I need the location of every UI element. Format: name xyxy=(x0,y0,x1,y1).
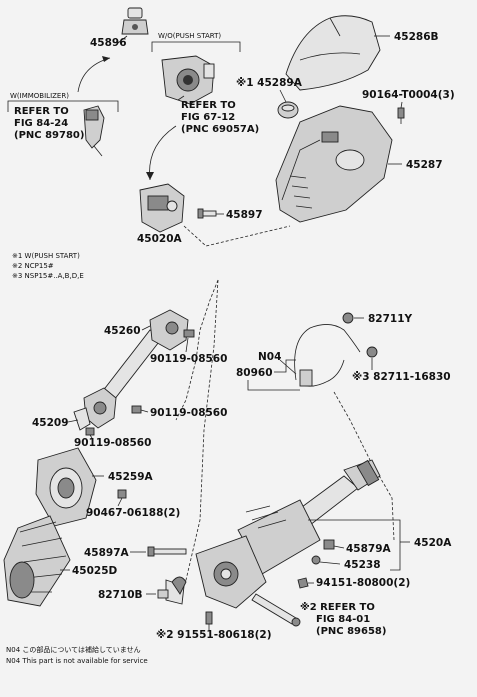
label-94151[interactable]: 94151-80800(2) xyxy=(316,577,410,589)
label-91551[interactable]: ※2 91551-80618(2) xyxy=(156,629,272,641)
part-45879a-drawing xyxy=(323,539,335,550)
part-45020a-drawing xyxy=(139,183,185,233)
ref-67-12-line2[interactable]: FIG 67-12 xyxy=(181,112,235,123)
part-45896-drawing xyxy=(121,7,149,35)
part-45287-drawing xyxy=(275,105,393,223)
ref-67-12-line1[interactable]: REFER TO xyxy=(181,100,236,111)
ref-84-24-line3[interactable]: (PNC 89780) xyxy=(14,130,84,141)
ref-84-24-line2[interactable]: FIG 84-24 xyxy=(14,118,68,129)
label-45025d[interactable]: 45025D xyxy=(72,565,118,577)
bolt-90119-b-drawing xyxy=(131,405,142,414)
label-45289a[interactable]: ※1 45289A xyxy=(236,77,303,89)
part-45238-drawing xyxy=(311,555,321,565)
label-82710b[interactable]: 82710B xyxy=(98,589,143,601)
note-1: ※1 W(PUSH START) xyxy=(12,252,80,260)
footer-note-english: N04 This part is not available for servi… xyxy=(6,657,148,665)
label-45896[interactable]: 45896 xyxy=(90,37,127,49)
bolt-90119-a-drawing xyxy=(183,329,195,338)
ref-84-01-line2[interactable]: FIG 84-01 xyxy=(316,614,370,625)
label-82711y[interactable]: 82711Y xyxy=(368,313,413,325)
label-45286b[interactable]: 45286B xyxy=(394,31,439,43)
label-wo-push-start: W/O(PUSH START) xyxy=(158,32,221,40)
note-3: ※3 NSP15#..A,B,D,E xyxy=(12,272,84,280)
part-45286b-drawing xyxy=(285,15,381,91)
label-45287[interactable]: 45287 xyxy=(406,159,443,171)
label-80960[interactable]: 80960 xyxy=(236,367,273,379)
ref-84-01-line1[interactable]: ※2 REFER TO xyxy=(300,601,375,613)
label-90164[interactable]: 90164-T0004(3) xyxy=(362,89,455,101)
part-45260-drawing xyxy=(101,309,189,401)
label-45879a[interactable]: 45879A xyxy=(346,543,392,555)
label-45020a[interactable]: 45020A xyxy=(137,233,183,245)
part-82710b-drawing xyxy=(157,576,187,599)
label-82711-16830[interactable]: ※3 82711-16830 xyxy=(352,371,451,383)
label-4520a[interactable]: 4520A xyxy=(414,537,452,549)
bolt-90119-c-drawing xyxy=(85,427,95,436)
label-45260[interactable]: 45260 xyxy=(104,325,141,337)
label-90119-a[interactable]: 90119-08560 xyxy=(150,353,227,365)
part-82711y-drawing xyxy=(342,312,354,324)
label-90467[interactable]: 90467-06188(2) xyxy=(86,507,180,519)
bolt-45897-drawing xyxy=(197,208,217,219)
part-45259a-drawing xyxy=(35,447,97,527)
part-45025d-drawing xyxy=(3,515,71,607)
label-45259a[interactable]: 45259A xyxy=(108,471,154,483)
bolt-45897a-drawing xyxy=(147,546,187,557)
label-90119-c[interactable]: 90119-08560 xyxy=(74,437,151,449)
screw-90164-drawing xyxy=(397,107,405,124)
ignition-switch-drawing xyxy=(161,55,215,105)
bolt-91551-drawing xyxy=(205,611,213,625)
part-45209-drawing xyxy=(73,387,117,431)
label-45897a[interactable]: 45897A xyxy=(84,547,130,559)
ref-84-01-line3[interactable]: (PNC 89658) xyxy=(316,626,386,637)
clip-90467-drawing xyxy=(117,489,127,499)
nut-94151-drawing xyxy=(297,577,309,589)
label-w-immobilizer: W(IMMOBILIZER) xyxy=(10,92,69,100)
label-45897[interactable]: 45897 xyxy=(226,209,263,221)
immobilizer-coil-drawing xyxy=(83,105,105,157)
part-45289a-drawing xyxy=(277,101,299,119)
note-2: ※2 NCP15# xyxy=(12,262,54,270)
footer-note-japanese: N04 この部品については補給していません xyxy=(6,645,141,654)
label-90119-b[interactable]: 90119-08560 xyxy=(150,407,227,419)
label-n04[interactable]: N04 xyxy=(258,351,281,363)
harness-bracket-drawing xyxy=(279,324,361,387)
ref-84-24-line1[interactable]: REFER TO xyxy=(14,106,69,117)
label-45238[interactable]: 45238 xyxy=(344,559,381,571)
ref-67-12-line3[interactable]: (PNC 69057A) xyxy=(181,124,259,135)
lower-link-drawing xyxy=(251,593,301,627)
label-45209[interactable]: 45209 xyxy=(32,417,69,429)
nut-82711-16830-drawing xyxy=(366,346,378,358)
